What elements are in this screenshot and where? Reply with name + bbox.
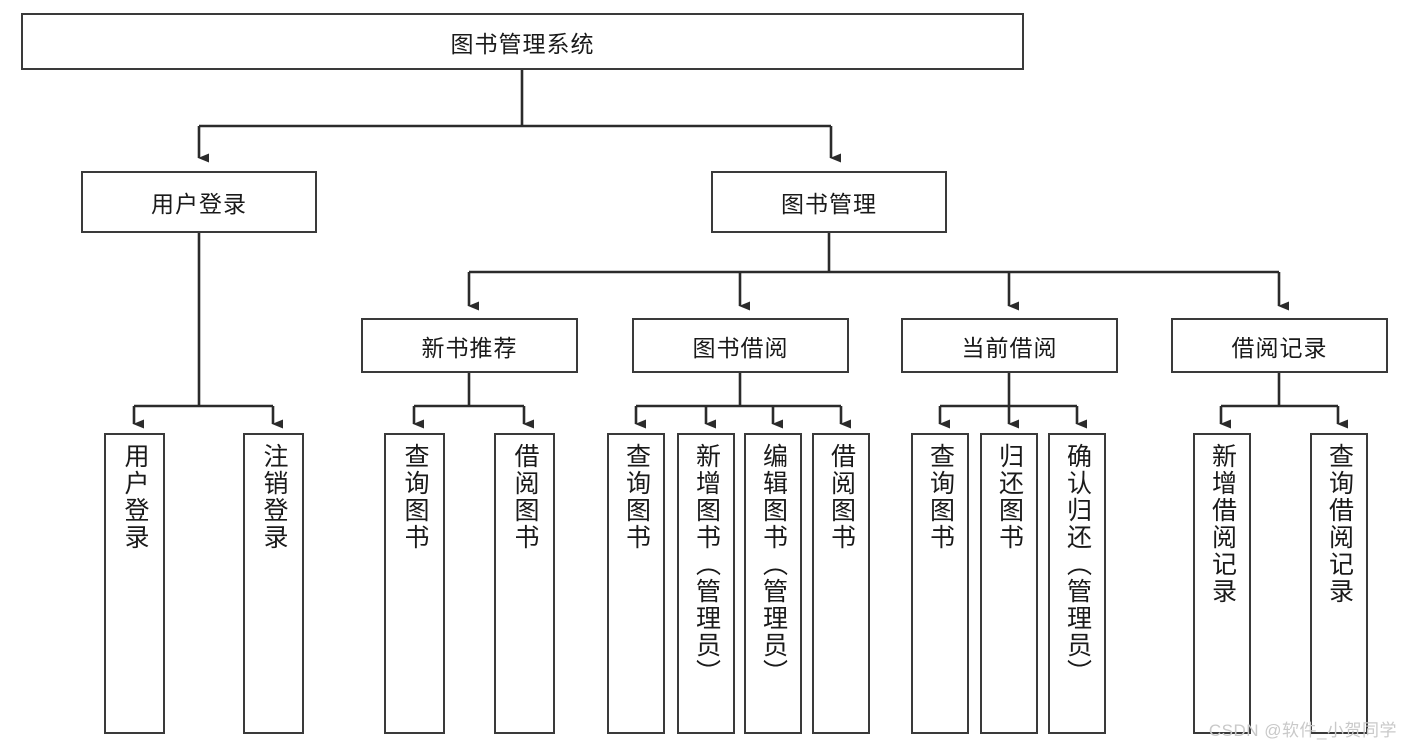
node-label: 图书借阅 — [692, 334, 789, 361]
node-leaf-add-book[interactable]: 新增图书（管理员） — [677, 433, 735, 734]
node-label: 查询借阅记录 — [1325, 443, 1354, 605]
node-root-system[interactable]: 图书管理系统 — [21, 13, 1024, 70]
node-label: 归还图书 — [995, 443, 1024, 551]
node-leaf-query-record[interactable]: 查询借阅记录 — [1310, 433, 1368, 734]
node-label: 新增图书（管理员） — [692, 443, 721, 686]
node-user-login[interactable]: 用户登录 — [81, 171, 317, 233]
node-new-book-recommend[interactable]: 新书推荐 — [361, 318, 578, 373]
node-leaf-add-record[interactable]: 新增借阅记录 — [1193, 433, 1251, 734]
node-label: 查询图书 — [926, 443, 955, 551]
node-book-management[interactable]: 图书管理 — [711, 171, 947, 233]
node-label: 图书管理系统 — [450, 30, 595, 57]
node-label: 用户登录 — [151, 191, 247, 217]
node-label: 新增借阅记录 — [1208, 443, 1237, 605]
node-leaf-query-book-1[interactable]: 查询图书 — [384, 433, 445, 734]
node-label: 查询图书 — [401, 443, 429, 551]
node-label: 编辑图书（管理员） — [759, 443, 788, 686]
node-current-borrow[interactable]: 当前借阅 — [901, 318, 1118, 373]
node-leaf-query-book-3[interactable]: 查询图书 — [911, 433, 969, 734]
node-book-borrow[interactable]: 图书借阅 — [632, 318, 849, 373]
node-leaf-edit-book[interactable]: 编辑图书（管理员） — [744, 433, 802, 734]
node-label: 借阅图书 — [511, 443, 539, 551]
node-label: 图书管理 — [781, 191, 877, 217]
node-label: 确认归还（管理员） — [1063, 443, 1092, 686]
node-leaf-confirm-return[interactable]: 确认归还（管理员） — [1048, 433, 1106, 734]
node-label: 新书推荐 — [421, 334, 518, 361]
node-label: 注销登录 — [260, 443, 288, 551]
node-leaf-borrow-book-2[interactable]: 借阅图书 — [812, 433, 870, 734]
node-leaf-logout-login[interactable]: 注销登录 — [243, 433, 304, 734]
node-leaf-query-book-2[interactable]: 查询图书 — [607, 433, 665, 734]
node-leaf-return-book[interactable]: 归还图书 — [980, 433, 1038, 734]
node-label: 借阅记录 — [1231, 334, 1328, 361]
node-label: 查询图书 — [622, 443, 651, 551]
watermark-text: CSDN @软件_小贺同学 — [1208, 721, 1397, 740]
node-borrow-record[interactable]: 借阅记录 — [1171, 318, 1388, 373]
node-label: 用户登录 — [121, 443, 149, 551]
node-label: 当前借阅 — [961, 334, 1058, 361]
node-leaf-borrow-book-1[interactable]: 借阅图书 — [494, 433, 555, 734]
node-label: 借阅图书 — [827, 443, 856, 551]
node-leaf-user-login[interactable]: 用户登录 — [104, 433, 165, 734]
